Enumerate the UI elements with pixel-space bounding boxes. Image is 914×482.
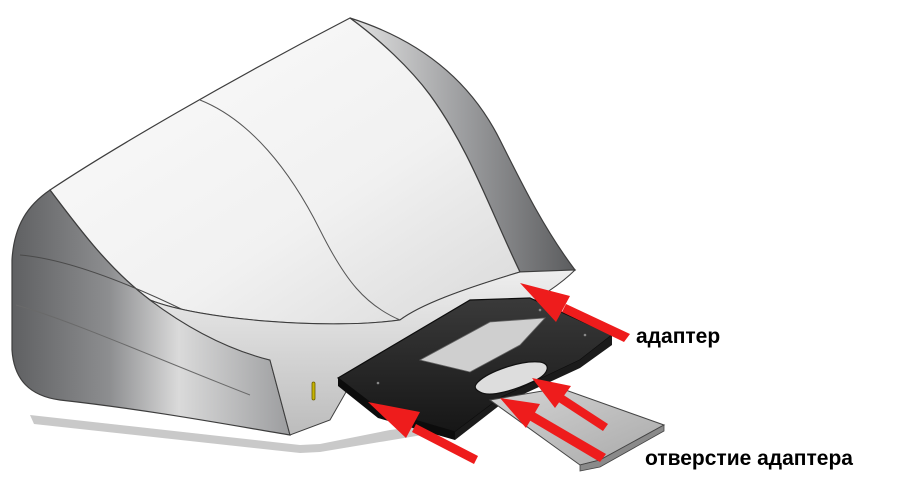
status-led [311,381,316,401]
arrow-slot-upper [532,378,608,431]
arrow-slot-lower [500,398,606,462]
device-base [30,415,440,453]
adapter-slot-label: отверстие адаптера [645,447,853,470]
arrows [368,283,630,464]
arrow-adapter-front [368,402,478,464]
adapter-label: адаптер [636,325,721,348]
adapter-tray [336,297,614,440]
arrow-adapter [520,283,630,342]
